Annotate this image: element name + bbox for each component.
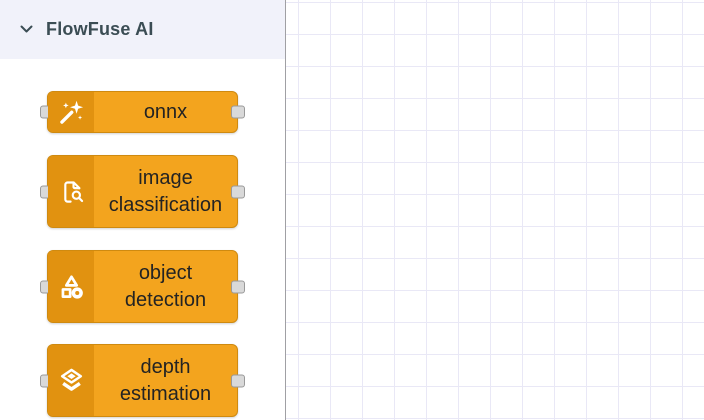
output-port[interactable]: [231, 280, 245, 293]
chevron-down-icon[interactable]: [20, 25, 33, 34]
node-icon-region: [48, 156, 94, 227]
wand-sparkles-icon: [58, 99, 85, 126]
node-label-line: object: [138, 261, 193, 284]
flow-canvas-grid[interactable]: [286, 0, 704, 420]
shapes-icon: [58, 273, 85, 300]
palette-node-depth-estimation[interactable]: depth estimation: [40, 344, 245, 417]
node-label: onnx: [94, 92, 237, 132]
output-port[interactable]: [231, 185, 245, 198]
node-palette: FlowFuse AI onnx: [0, 0, 286, 420]
node-label: image classification: [94, 156, 237, 227]
node-icon-region: [48, 251, 94, 322]
palette-category-title: FlowFuse AI: [46, 19, 154, 39]
palette-node-onnx[interactable]: onnx: [40, 91, 245, 133]
palette-node-object-detection[interactable]: object detection: [40, 250, 245, 323]
node-label-line: classification: [108, 193, 223, 216]
node-label: object detection: [94, 251, 237, 322]
palette-category-header[interactable]: FlowFuse AI: [0, 0, 285, 59]
node-label-line: onnx: [143, 100, 188, 123]
output-port[interactable]: [231, 105, 245, 119]
layers-icon: [58, 367, 85, 394]
palette-node-image-classification[interactable]: image classification: [40, 155, 245, 228]
file-search-icon: [58, 178, 85, 205]
node-label-line: depth: [140, 355, 191, 378]
node-icon-region: [48, 345, 94, 416]
node-label-line: estimation: [119, 382, 212, 405]
node-label-line: detection: [124, 288, 207, 311]
node-label: depth estimation: [94, 345, 237, 416]
node-label-line: image: [138, 166, 193, 189]
node-icon-region: [48, 92, 94, 132]
output-port[interactable]: [231, 374, 245, 387]
